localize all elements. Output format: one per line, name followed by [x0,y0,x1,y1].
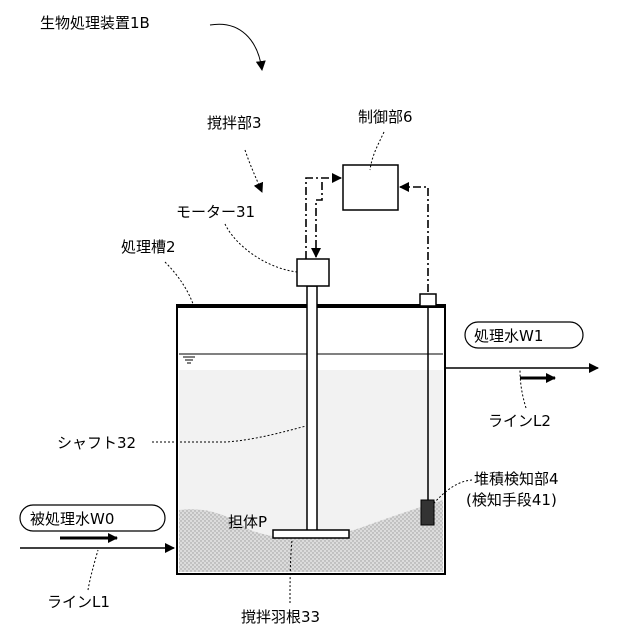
deposition-detector [421,500,434,525]
water-level-icon [183,357,195,363]
tank-label: 処理槽2 [121,238,176,256]
device-pointer-arrow [210,24,262,70]
shaft-label: シャフト32 [57,434,136,452]
raw-water-label: 被処理水W0 [30,510,114,528]
motor-label: モーター31 [176,203,255,221]
treated-water-label: 処理水W1 [474,327,543,345]
carrier-label: 担体P [228,513,267,531]
detector-label-line1: 堆積検知部4 [474,470,559,488]
control-signal-to-motor [316,182,322,257]
motor-to-controller-signal [306,178,341,259]
stirring-shaft [307,286,317,534]
line-l1-label: ラインL1 [47,593,110,611]
line-l1-leader [88,550,98,590]
stirring-unit-leader [245,150,262,192]
stirring-impeller [273,530,349,538]
line-l2-leader [520,370,526,408]
controller-label: 制御部6 [358,108,413,126]
motor-leader [225,224,297,272]
impeller-label: 撹拌羽根33 [241,608,320,626]
stirring-unit-label: 撹拌部3 [207,114,262,132]
sensor-cap [420,294,436,306]
controller-box [343,165,398,210]
tank-leader [165,262,193,304]
detector-label-line2: (検知手段41) [466,491,557,509]
motor-box [297,259,329,286]
line-l2-label: ラインL2 [488,412,551,430]
device-title: 生物処理装置1B [40,14,150,32]
detector-to-controller-signal [400,187,428,292]
